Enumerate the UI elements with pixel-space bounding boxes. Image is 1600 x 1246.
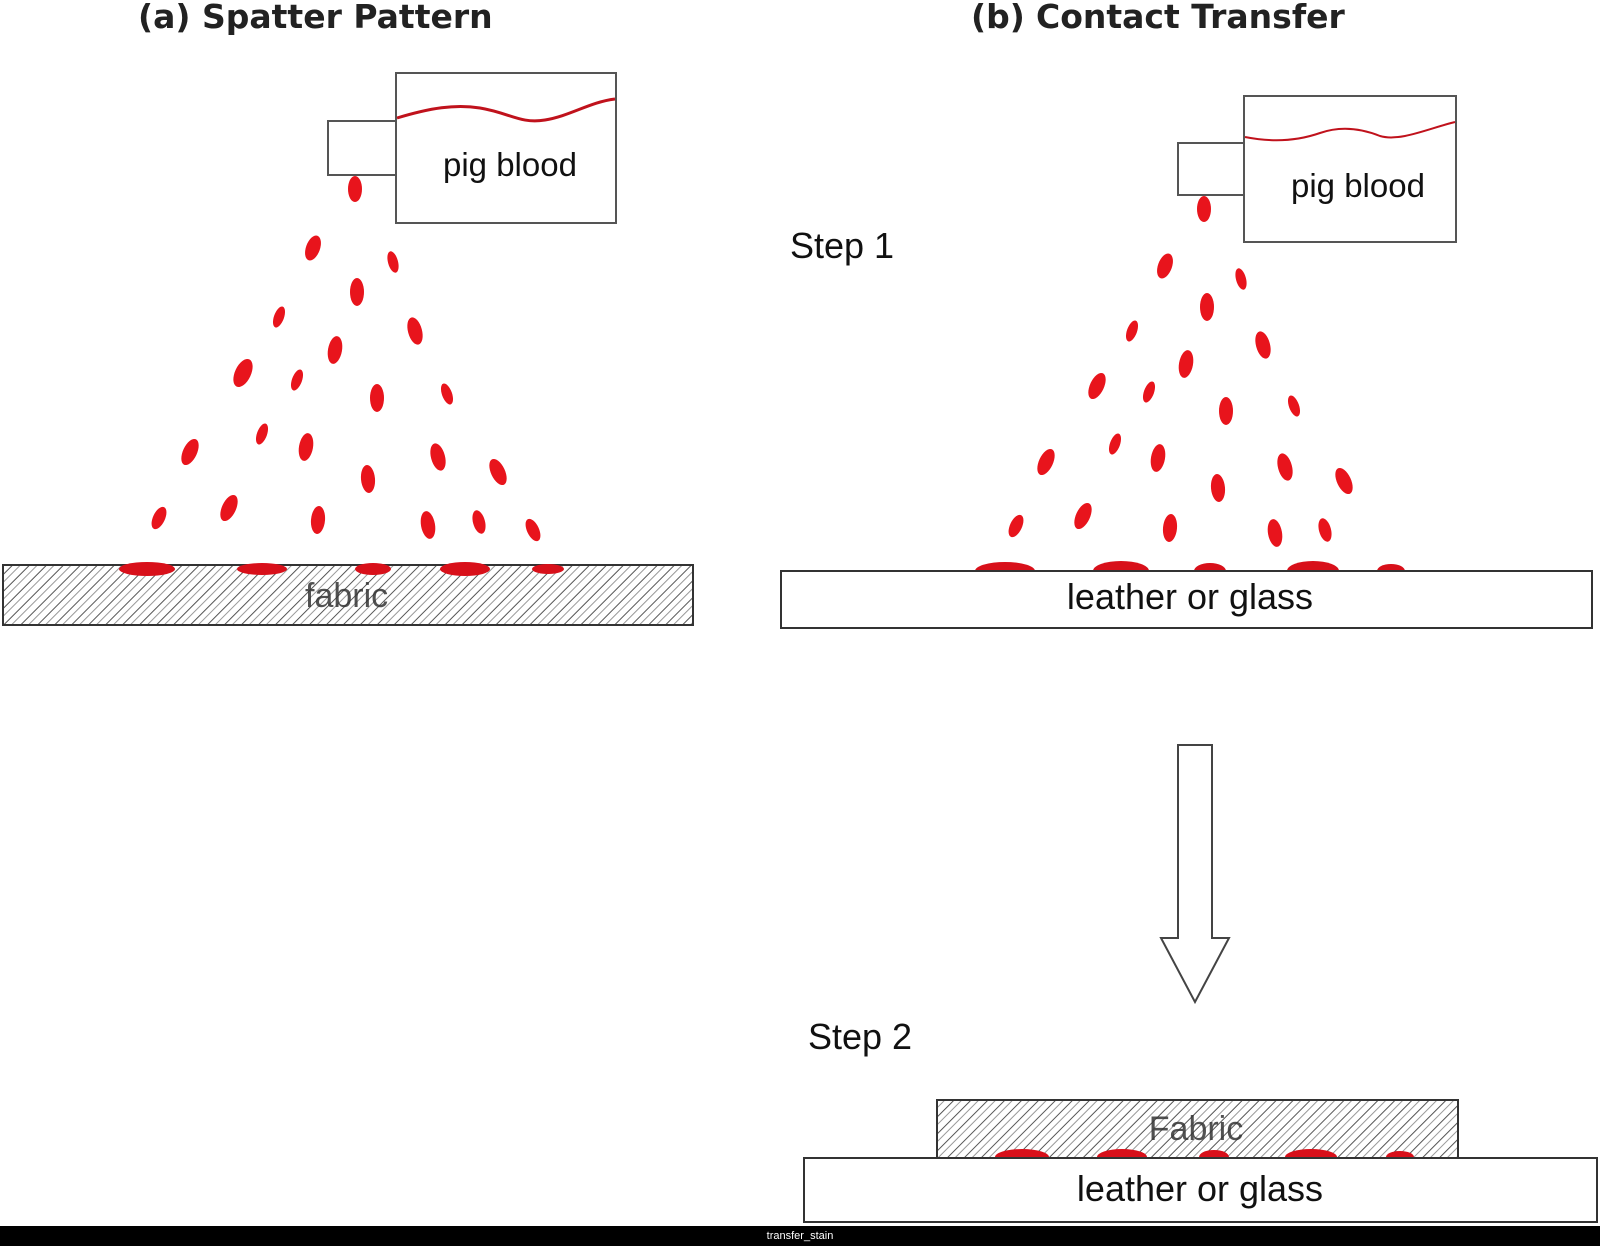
blood-droplet [1287,395,1301,417]
blood-droplet [1142,381,1156,403]
panel-a-stains [119,562,564,576]
blood-droplet [305,235,321,261]
blood-droplet [220,494,238,522]
panel-b-step2-surface-label: leather or glass [1077,1168,1323,1209]
step-transition-arrow [1159,744,1231,1005]
blood-droplet [348,176,362,202]
blood-droplet [327,336,343,364]
blood-droplet [1277,453,1293,481]
blood-droplet [1162,514,1178,542]
blood-stain [532,564,564,574]
panel-a-blood-surface [396,97,616,123]
blood-droplet [290,369,304,391]
panel-b: (b) Contact Transfer Step 1 pig blood [780,0,1598,1223]
blood-droplet [1219,397,1233,425]
blood-droplet [1157,253,1173,279]
blood-droplet [440,383,454,405]
blood-droplet [1267,519,1283,547]
blood-droplet [407,317,423,345]
blood-droplet [1197,196,1211,222]
panel-b-nozzle [1177,142,1245,196]
blood-stain [355,563,391,575]
blood-droplet [1178,350,1194,378]
panel-b-blood-surface [1244,121,1456,142]
blood-droplet [233,358,253,388]
blood-droplet [1074,502,1092,530]
blood-droplet [272,306,286,328]
blood-droplet [1150,444,1166,472]
panel-a-fabric-surface [2,564,694,626]
panel-b-step1-surface [780,570,1593,629]
panel-a-surface-label: fabric [305,577,388,615]
blood-droplet [472,510,486,534]
blood-droplet [489,458,507,486]
panel-b-step1-label: Step 1 [790,225,894,266]
blood-droplet [370,384,384,412]
panel-b-step2-fabric [936,1099,1459,1159]
panel-b-blood-container [1243,95,1457,243]
panel-a-blood-container [395,72,617,224]
blood-droplet [1318,518,1332,542]
blood-droplet [181,438,199,466]
panel-b-container-label: pig blood [1291,167,1425,204]
blood-droplet [151,506,167,530]
panel-b-droplets [1008,196,1353,547]
blood-droplet [1200,293,1214,321]
blood-droplet [420,511,436,539]
blood-droplet [1088,372,1106,400]
blood-droplet [1037,448,1055,476]
panel-b-title: Contact Transfer [1036,0,1346,36]
blood-droplet [1235,268,1247,290]
blood-stain [119,562,175,576]
caption-text: transfer_stain [766,1230,834,1242]
blood-droplet [1255,331,1271,359]
panel-a-container-label: pig blood [443,146,577,183]
blood-droplet [310,506,326,534]
panel-b-step2-label: Step 2 [808,1016,912,1057]
panel-b-step2-fabric-label: Fabric [1149,1110,1243,1148]
panel-a-letter: (a) [138,0,190,36]
blood-stain [237,563,287,575]
blood-stain [440,562,490,576]
blood-droplet [1008,514,1024,538]
blood-droplet [350,278,364,306]
blood-droplet [360,465,376,493]
blood-droplet [1210,474,1226,502]
blood-droplet [1108,433,1122,455]
panel-b-step1-surface-label: leather or glass [1067,576,1313,617]
panel-b-step2-surface [803,1157,1598,1223]
blood-droplet [1335,467,1353,495]
caption-bar: transfer_stain [0,1226,1600,1246]
blood-droplet [430,443,446,471]
panel-a-nozzle [327,120,397,176]
blood-droplet [255,423,269,445]
blood-droplet [525,518,541,542]
panel-a: (a) Spatter Pattern pig blood [2,0,694,626]
blood-droplet [1125,320,1139,342]
panel-a-droplets [151,176,541,542]
blood-droplet [298,433,314,461]
panel-a-title: Spatter Pattern [202,0,493,36]
panel-b-letter: (b) [971,0,1025,36]
blood-droplet [387,251,399,273]
